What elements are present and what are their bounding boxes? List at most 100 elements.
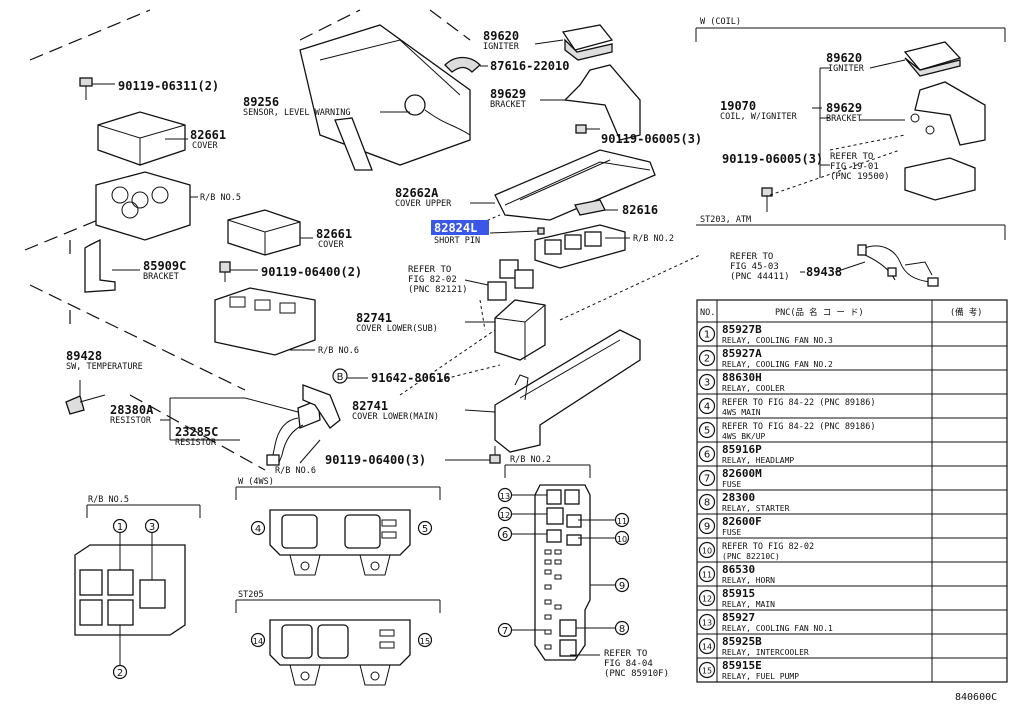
ref-fig45-03-l2: FIG 45-03 — [730, 262, 779, 272]
label-igniter: IGNITER — [483, 42, 520, 52]
callout-1-text: 1 — [117, 522, 123, 533]
bolt-90119-06400-3 — [489, 446, 501, 464]
callout-14 — [250, 632, 266, 648]
label-89256: 89256 — [243, 95, 279, 109]
st203-section — [696, 224, 1006, 287]
callout-1 — [112, 518, 128, 534]
callout-7 — [497, 622, 513, 638]
st205-section — [235, 599, 441, 686]
label-w-4ws: W (4WS) — [238, 477, 274, 487]
table-header-pnc: PNC(品 名 コ ー ド) — [775, 307, 864, 318]
label-cover-a: COVER — [192, 141, 218, 151]
callout-8-text: 8 — [619, 624, 625, 635]
table-row-number: 9 — [704, 522, 710, 533]
ref-fig82-02-l1: REFER TO — [408, 265, 451, 275]
table-row-number: 13 — [702, 619, 712, 628]
label-resistor-b: RESISTOR — [175, 438, 217, 448]
cover-upper — [494, 149, 656, 221]
table-row-description: FUSE — [722, 528, 741, 537]
table-row-description: FUSE — [722, 480, 741, 489]
table-row-description: RELAY, STARTER — [722, 504, 790, 513]
label-cover-lower-main: COVER LOWER(MAIN) — [352, 412, 439, 422]
table-row-number: 14 — [702, 643, 712, 652]
table-row-description: RELAY, COOLING FAN NO.2 — [722, 360, 833, 369]
bolt-90119-06400 — [219, 261, 231, 282]
igniter-part — [561, 24, 614, 61]
callout-13-text: 13 — [500, 492, 510, 501]
table-row-pnc: 82600F — [722, 515, 762, 528]
callout-15-text: 15 — [420, 637, 430, 646]
label-st205: ST205 — [238, 590, 264, 600]
table-row-pnc: 86530 — [722, 563, 755, 576]
label-resistor-a: RESISTOR — [110, 416, 152, 426]
table-row-number-circle — [698, 589, 716, 607]
table-row-number-circle — [698, 373, 716, 391]
table-row-pnc: 28300 — [722, 491, 755, 504]
callout-2-text: 2 — [117, 668, 123, 679]
table-row-description: RELAY, HEADLAMP — [722, 456, 794, 465]
ref-fig82-02-l3: (PNC 82121) — [408, 285, 468, 295]
clip-part — [444, 56, 481, 73]
table-row-description: (PNC 82210C) — [722, 552, 780, 561]
table-row-number-circle — [698, 421, 716, 439]
table-row-description: RELAY, HORN — [722, 576, 775, 585]
table-row-number: 2 — [704, 354, 710, 365]
label-89438: 89438 — [806, 265, 842, 279]
callout-4 — [250, 520, 266, 536]
callout-2 — [112, 664, 128, 680]
table-row-number-circle — [698, 397, 716, 415]
label-igniter-b: IGNITER — [828, 64, 865, 74]
ref-fig84-04-l1: REFER TO — [604, 649, 647, 659]
bracket-part — [563, 64, 641, 141]
table-row-pnc: REFER TO FIG 84-22 (PNC 89186) — [722, 398, 876, 408]
label-87616-22010: 87616-22010 — [490, 59, 569, 73]
label-85909c: 85909C — [143, 259, 186, 273]
label-90119-06400-3: 90119-06400(3) — [325, 453, 426, 467]
wcoil-section — [695, 27, 1006, 212]
table-row-number-circle — [698, 637, 716, 655]
label-82824l[interactable]: 82824L — [434, 221, 477, 235]
table-row-pnc: 82600M — [722, 467, 762, 480]
label-rb-no2-b: R/B NO.2 — [510, 455, 551, 465]
ref-fig82-02-l2: FIG 82-02 — [408, 275, 457, 285]
table-row-number-circle — [698, 613, 716, 631]
leader-lines — [112, 39, 906, 464]
table-row-number: 7 — [704, 474, 710, 485]
table-row-number-circle — [698, 541, 716, 559]
callout-5 — [417, 520, 433, 536]
callout-14-text: 14 — [253, 637, 263, 646]
table-row-number-circle — [698, 517, 716, 535]
table-row-pnc: 85927 — [722, 611, 755, 624]
label-rb-no5-a: R/B NO.5 — [200, 193, 241, 203]
table-row-description: RELAY, MAIN — [722, 600, 775, 609]
ref-fig84-04-l3: (PNC 85910F) — [604, 669, 669, 679]
callout-9 — [614, 577, 630, 593]
label-short-pin: SHORT PIN — [434, 236, 480, 246]
label-89629-b: 89629 — [826, 101, 862, 115]
table-row-description: RELAY, COOLING FAN NO.1 — [722, 624, 833, 633]
badge-b-text: B — [337, 372, 344, 383]
table-row-pnc: 85916P — [722, 443, 762, 456]
callout-12-text: 12 — [500, 511, 510, 520]
label-cover-lower-sub: COVER LOWER(SUB) — [356, 324, 438, 334]
ref-fig45-03-l1: REFER TO — [730, 252, 773, 262]
table-row-number-circle — [698, 565, 716, 583]
table-row-pnc: 85915 — [722, 587, 755, 600]
table-row-description: RELAY, FUEL PUMP — [722, 672, 799, 681]
ref-fig19-01-l3: (PNC 19500) — [830, 172, 890, 182]
label-89629: 89629 — [490, 87, 526, 101]
label-90119-06005-b: 90119-06005(3) — [722, 152, 823, 166]
short-pin — [537, 227, 545, 235]
body-outline-dashes — [24, 9, 471, 471]
cover-lower-main — [494, 329, 641, 453]
